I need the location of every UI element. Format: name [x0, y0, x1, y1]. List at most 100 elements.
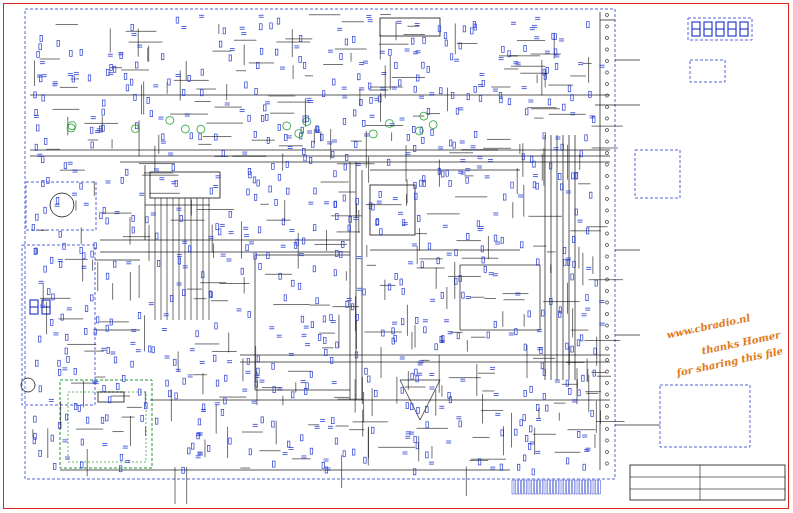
digit-segment	[740, 22, 748, 36]
wire	[219, 283, 249, 284]
resistor-symbol	[467, 233, 470, 239]
resistor-symbol	[450, 54, 453, 60]
resistor-symbol	[582, 375, 585, 381]
capacitor-symbol	[600, 325, 605, 326]
resistor-symbol	[424, 327, 427, 333]
wire	[130, 217, 131, 244]
wire	[158, 135, 159, 154]
capacitor-symbol	[153, 84, 158, 85]
wire	[175, 467, 176, 504]
wire	[232, 156, 266, 157]
resistor-symbol	[316, 126, 319, 132]
wire	[512, 202, 513, 218]
resistor-symbol	[83, 253, 86, 259]
coil-symbol	[429, 121, 437, 129]
capacitor-symbol	[566, 192, 571, 193]
resistor-symbol	[44, 207, 47, 213]
capacitor-symbol	[305, 343, 310, 344]
resistor-symbol	[275, 49, 278, 55]
capacitor-symbol	[259, 382, 264, 383]
resistor-symbol	[196, 331, 199, 337]
wire	[583, 63, 592, 64]
capacitor-symbol	[570, 112, 575, 113]
capacitor-symbol	[301, 382, 306, 383]
resistor-symbol	[422, 62, 425, 68]
capacitor-symbol	[599, 302, 604, 303]
wire	[503, 426, 504, 455]
capacitor-symbol	[429, 373, 434, 374]
capacitor-symbol	[530, 29, 535, 30]
resistor-symbol	[113, 261, 116, 267]
resistor-symbol	[50, 257, 53, 263]
capacitor-symbol	[132, 33, 137, 34]
wire	[415, 233, 427, 234]
wire	[359, 89, 360, 106]
wire	[413, 116, 424, 117]
resistor-symbol	[484, 266, 487, 272]
wire	[34, 60, 35, 86]
connector-pin	[605, 255, 608, 258]
resistor-symbol	[530, 156, 533, 162]
resistor-symbol	[568, 86, 571, 92]
wire	[259, 450, 280, 451]
wire	[396, 377, 397, 404]
resistor-symbol	[121, 177, 124, 183]
resistor-symbol	[36, 214, 39, 220]
capacitor-symbol	[489, 274, 494, 275]
wire	[195, 343, 220, 344]
capacitor-symbol	[91, 116, 96, 117]
wire	[526, 345, 527, 378]
capacitor-symbol	[554, 56, 559, 57]
resistor-symbol	[334, 201, 337, 207]
capacitor-symbol	[158, 117, 163, 118]
resistor-symbol	[174, 359, 177, 365]
resistor-symbol	[47, 289, 50, 295]
resistor-symbol	[161, 54, 164, 60]
resistor-symbol	[255, 88, 258, 94]
wire	[38, 230, 47, 231]
wire	[53, 109, 80, 110]
wire	[543, 301, 580, 302]
wire	[522, 143, 523, 177]
resistor-symbol	[417, 407, 420, 413]
resistor-symbol	[176, 17, 179, 23]
capacitor-symbol	[381, 74, 386, 75]
wire	[170, 114, 208, 115]
resistor-symbol	[555, 63, 558, 69]
wire	[567, 283, 568, 314]
resistor-symbol	[150, 111, 153, 117]
resistor-symbol	[515, 329, 518, 335]
resistor-symbol	[422, 138, 425, 144]
capacitor-symbol	[342, 87, 347, 88]
resistor-symbol	[103, 386, 106, 392]
resistor-symbol	[442, 171, 445, 177]
wire	[214, 107, 241, 108]
resistor-symbol	[395, 273, 398, 279]
resistor-symbol	[316, 298, 319, 304]
capacitor-symbol	[494, 393, 499, 394]
resistor-symbol	[410, 404, 413, 410]
resistor-symbol	[525, 480, 527, 494]
resistor-symbol	[379, 191, 382, 197]
wire	[366, 204, 402, 205]
resistor-symbol	[264, 105, 267, 111]
resistor-symbol	[561, 144, 564, 150]
wire	[112, 431, 123, 432]
resistor-symbol	[522, 154, 525, 160]
resistor-symbol	[479, 95, 482, 101]
wire	[278, 102, 310, 103]
resistor-symbol	[65, 348, 68, 354]
resistor-symbol	[225, 375, 228, 381]
capacitor-symbol	[444, 319, 449, 320]
capacitor-symbol	[196, 433, 201, 434]
resistor-symbol	[589, 480, 591, 494]
wire	[517, 40, 545, 41]
capacitor-symbol	[106, 182, 111, 183]
capacitor-symbol	[582, 315, 587, 316]
resistor-symbol	[74, 404, 77, 410]
capacitor-symbol	[493, 91, 498, 92]
resistor-symbol	[223, 28, 226, 34]
resistor-symbol	[292, 280, 295, 286]
resistor-symbol	[363, 120, 366, 126]
capacitor-symbol	[289, 353, 294, 354]
